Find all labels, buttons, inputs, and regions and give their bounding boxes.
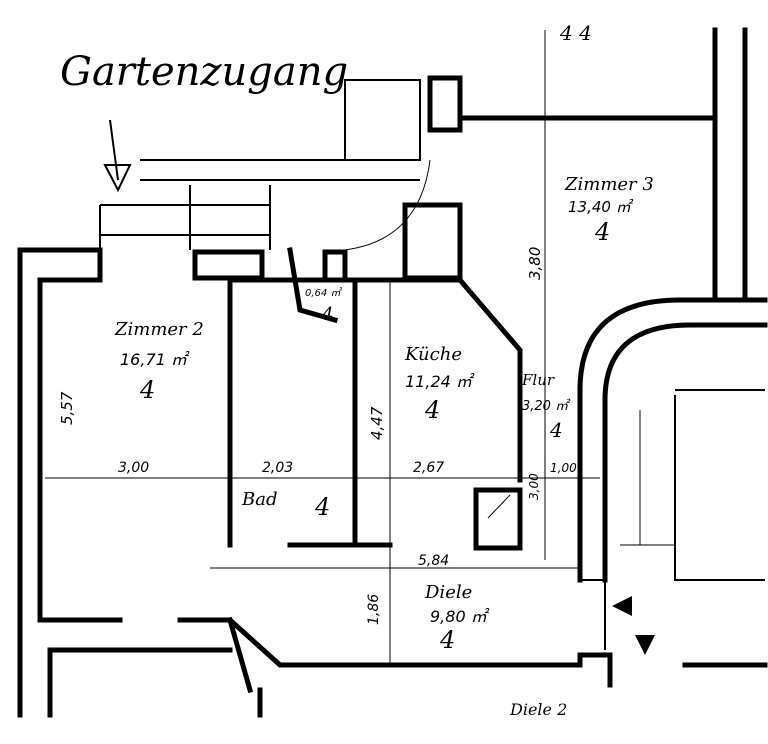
room-code-kueche: 4 <box>424 396 440 424</box>
room-name-kueche: Küche <box>404 344 462 365</box>
thin-lines <box>45 30 765 665</box>
room-area-flur: 3,20 ㎡ <box>522 398 571 414</box>
room-area-diele: 9,80 ㎡ <box>430 607 490 626</box>
room-code-zimmer3: 4 <box>594 218 610 246</box>
room-name-diele2: Diele 2 <box>509 700 567 719</box>
dim-3-00-flur: 3,00 <box>527 473 541 500</box>
garden-access-annotation: Gartenzugang <box>60 49 348 95</box>
dimensions: 5,57 3,00 2,03 4,47 2,67 3,80 3,00 1,00 … <box>58 247 577 625</box>
room-name-flur: Flur <box>521 371 555 389</box>
small-room-code: 4 <box>321 304 333 325</box>
dim-5-84: 5,84 <box>418 553 449 569</box>
dim-3-80: 3,80 <box>526 247 544 280</box>
room-name-zimmer3: Zimmer 3 <box>564 174 654 195</box>
small-room-area: 0,64 ㎡ <box>305 287 342 299</box>
room-code-zimmer2: 4 <box>139 376 155 404</box>
dim-4-47: 4,47 <box>368 406 386 440</box>
room-name-zimmer2: Zimmer 2 <box>114 319 204 340</box>
dim-1-00: 1,00 <box>550 461 577 475</box>
room-area-kueche: 11,24 ㎡ <box>405 372 475 391</box>
room-name-diele: Diele <box>424 582 472 603</box>
room-code-bad: 4 <box>314 493 330 521</box>
room-code-diele: 4 <box>439 626 455 654</box>
dim-2-67: 2,67 <box>413 460 444 476</box>
walls <box>17 27 768 718</box>
dim-3-00: 3,00 <box>118 460 149 476</box>
room-name-bad: Bad <box>241 489 277 510</box>
dim-1-86: 1,86 <box>366 594 382 625</box>
dim-2-03: 2,03 <box>262 460 293 476</box>
top-partial-label: 4 4 <box>559 21 592 45</box>
dim-5-57: 5,57 <box>58 391 76 425</box>
room-code-flur: 4 <box>549 418 563 442</box>
room-area-zimmer2: 16,71 ㎡ <box>120 350 190 369</box>
room-area-zimmer3: 13,40 ㎡ <box>568 198 634 216</box>
